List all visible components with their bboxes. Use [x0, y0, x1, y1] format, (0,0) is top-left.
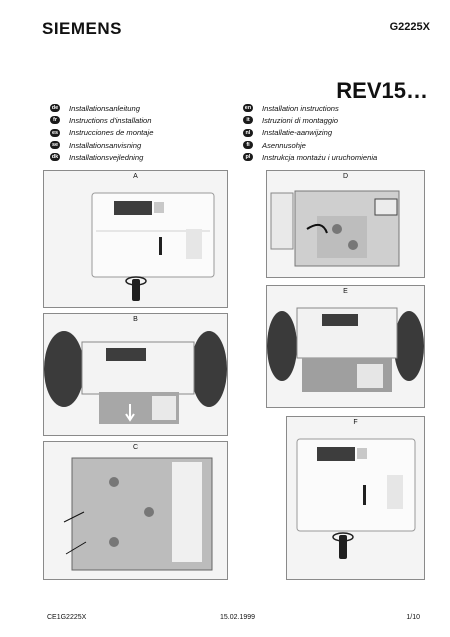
language-list-right: en Installation instructions it Istruzioni… — [243, 102, 443, 163]
language-item-en: en Installation instructions — [243, 102, 443, 114]
unit-opening-illustration — [270, 190, 400, 267]
base-plate-illustration — [63, 457, 213, 571]
figure-c-label: C — [132, 444, 139, 451]
figure-b-label: B — [133, 316, 138, 323]
figure-e-panel: E — [266, 285, 425, 408]
language-badge: it — [243, 116, 253, 125]
unit-mounting-illustration — [267, 307, 424, 392]
figure-b-panel: B — [43, 313, 228, 436]
footer-date: 15.02.1999 — [220, 614, 256, 621]
footer-document-code: CE1G2225X — [47, 614, 87, 621]
language-list-left: de Installationsanleitung fr Instructions … — [50, 102, 250, 163]
language-label: Installationsvejledning — [69, 152, 144, 162]
language-item-fi: fi Asennusohje — [243, 139, 443, 151]
siemens-logo: SIEMENS — [42, 19, 123, 38]
language-label: Installatie-aanwijzing — [262, 128, 333, 138]
language-item-se: se Installationsanvisning — [50, 139, 250, 151]
language-label: Asennusohje — [262, 140, 306, 150]
product-title: REV15… — [336, 78, 428, 103]
language-label: Installationsanleitung — [69, 103, 140, 113]
language-item-dk: dk Installationsvejledning — [50, 151, 250, 163]
figure-d-label: D — [342, 173, 349, 180]
language-label: Installationsanvisning — [69, 140, 142, 150]
language-badge: en — [243, 104, 253, 113]
language-item-fr: fr Instructions d'installation — [50, 114, 250, 126]
language-item-es: es Instrucciones de montaje — [50, 127, 250, 139]
language-item-pl: pl Instrukcja montażu i uruchomienia — [243, 151, 443, 163]
language-badge: dk — [50, 153, 60, 162]
language-item-de: de Installationsanleitung — [50, 102, 250, 114]
language-label: Installation instructions — [262, 103, 339, 113]
figure-a-panel: A — [43, 170, 228, 308]
figure-c-panel: C — [43, 441, 228, 580]
language-badge: pl — [243, 153, 253, 162]
figure-f-panel: F — [286, 416, 425, 580]
language-label: Instrukcja montażu i uruchomienia — [262, 152, 378, 162]
language-badge: fr — [50, 116, 60, 125]
figure-a-label: A — [133, 173, 138, 180]
thermostat-front-illustration — [91, 192, 215, 301]
document-number: G2225X — [389, 21, 430, 33]
language-label: Instructions d'installation — [69, 115, 152, 125]
footer-page-number: 1/10 — [406, 614, 420, 621]
figure-f-label: F — [353, 419, 358, 426]
language-label: Istruzioni di montaggio — [262, 115, 338, 125]
language-badge: fi — [243, 141, 253, 150]
language-label: Instrucciones de montaje — [69, 128, 154, 138]
language-badge: nl — [243, 128, 253, 137]
figure-d-panel: D — [266, 170, 425, 278]
figure-e-label: E — [343, 288, 348, 295]
language-item-it: it Istruzioni di montaggio — [243, 114, 443, 126]
language-badge: se — [50, 141, 60, 150]
thermostat-front-closing-illustration — [296, 438, 416, 559]
unit-snapping-illustration — [44, 331, 227, 424]
language-item-nl: nl Installatie-aanwijzing — [243, 127, 443, 139]
language-badge: es — [50, 128, 60, 137]
language-badge: de — [50, 104, 60, 113]
